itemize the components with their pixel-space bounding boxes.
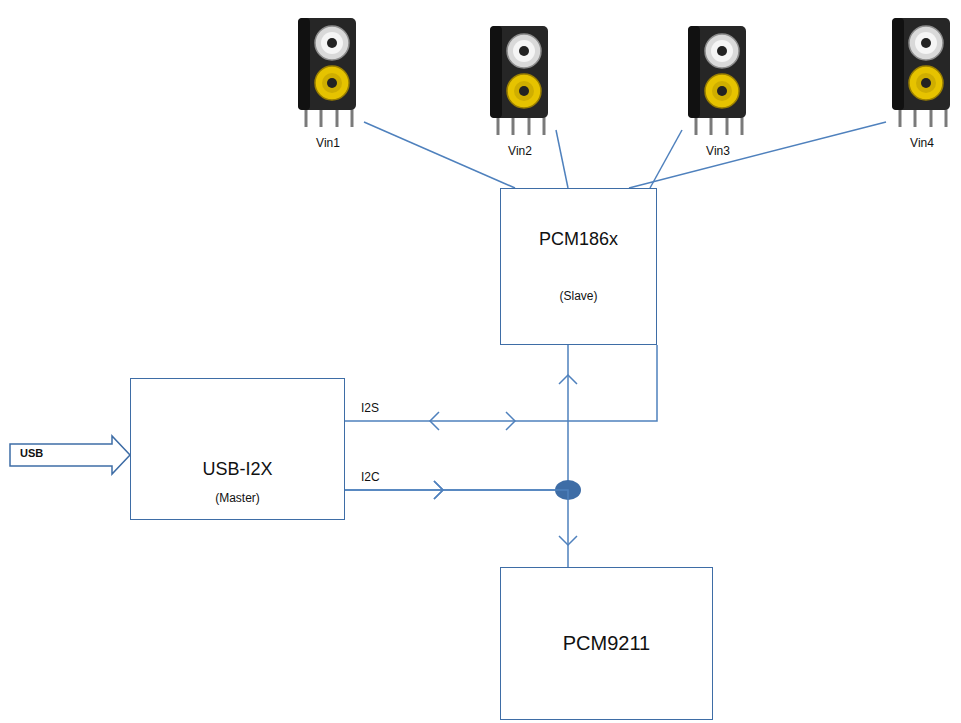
wire [345,345,657,421]
wire [364,122,515,188]
node-title: Vin2 [484,144,556,158]
node-role: (Slave) [501,289,656,303]
connector [364,122,515,188]
node-title: USB-I2X [131,459,344,480]
wire [345,345,568,490]
node-role: (Master) [131,491,344,505]
rca-input-jack: Vin3 [682,22,754,158]
node-title: Vin3 [682,144,754,158]
connector [556,130,568,188]
wire [629,122,886,188]
connector [629,122,886,188]
chip-box: PCM9211 [500,567,713,720]
rca-jack-picture [682,22,754,138]
rca-jack-picture [484,22,556,138]
bus-name: I2C [360,470,381,484]
connector [345,481,577,567]
rca-input-jack: Vin4 [886,14,958,150]
connector [345,345,581,500]
arrow-head [506,412,515,430]
arrow-head [559,375,577,384]
arrow-head [430,412,439,430]
connector [650,130,682,188]
connector [345,345,657,430]
rca-jack-picture [886,14,958,130]
node-title: PCM186x [501,229,656,250]
arrow-head [559,536,577,545]
node-title: PCM9211 [501,632,712,655]
wire [556,130,568,188]
chip-box: USB-I2X (Master) [130,378,345,520]
node-title: Vin1 [292,136,364,150]
rca-input-jack: Vin2 [484,22,556,158]
node-title: Vin4 [886,136,958,150]
rca-jack-picture [292,14,364,130]
arrow-head [434,481,443,499]
rca-input-jack: Vin1 [292,14,364,150]
bus-name: I2S [360,401,380,415]
chip-box: PCM186x (Slave) [500,188,657,345]
signal-name: USB [20,447,43,459]
usb-input-arrow [10,436,130,474]
wire [345,490,568,567]
wire [650,130,682,188]
